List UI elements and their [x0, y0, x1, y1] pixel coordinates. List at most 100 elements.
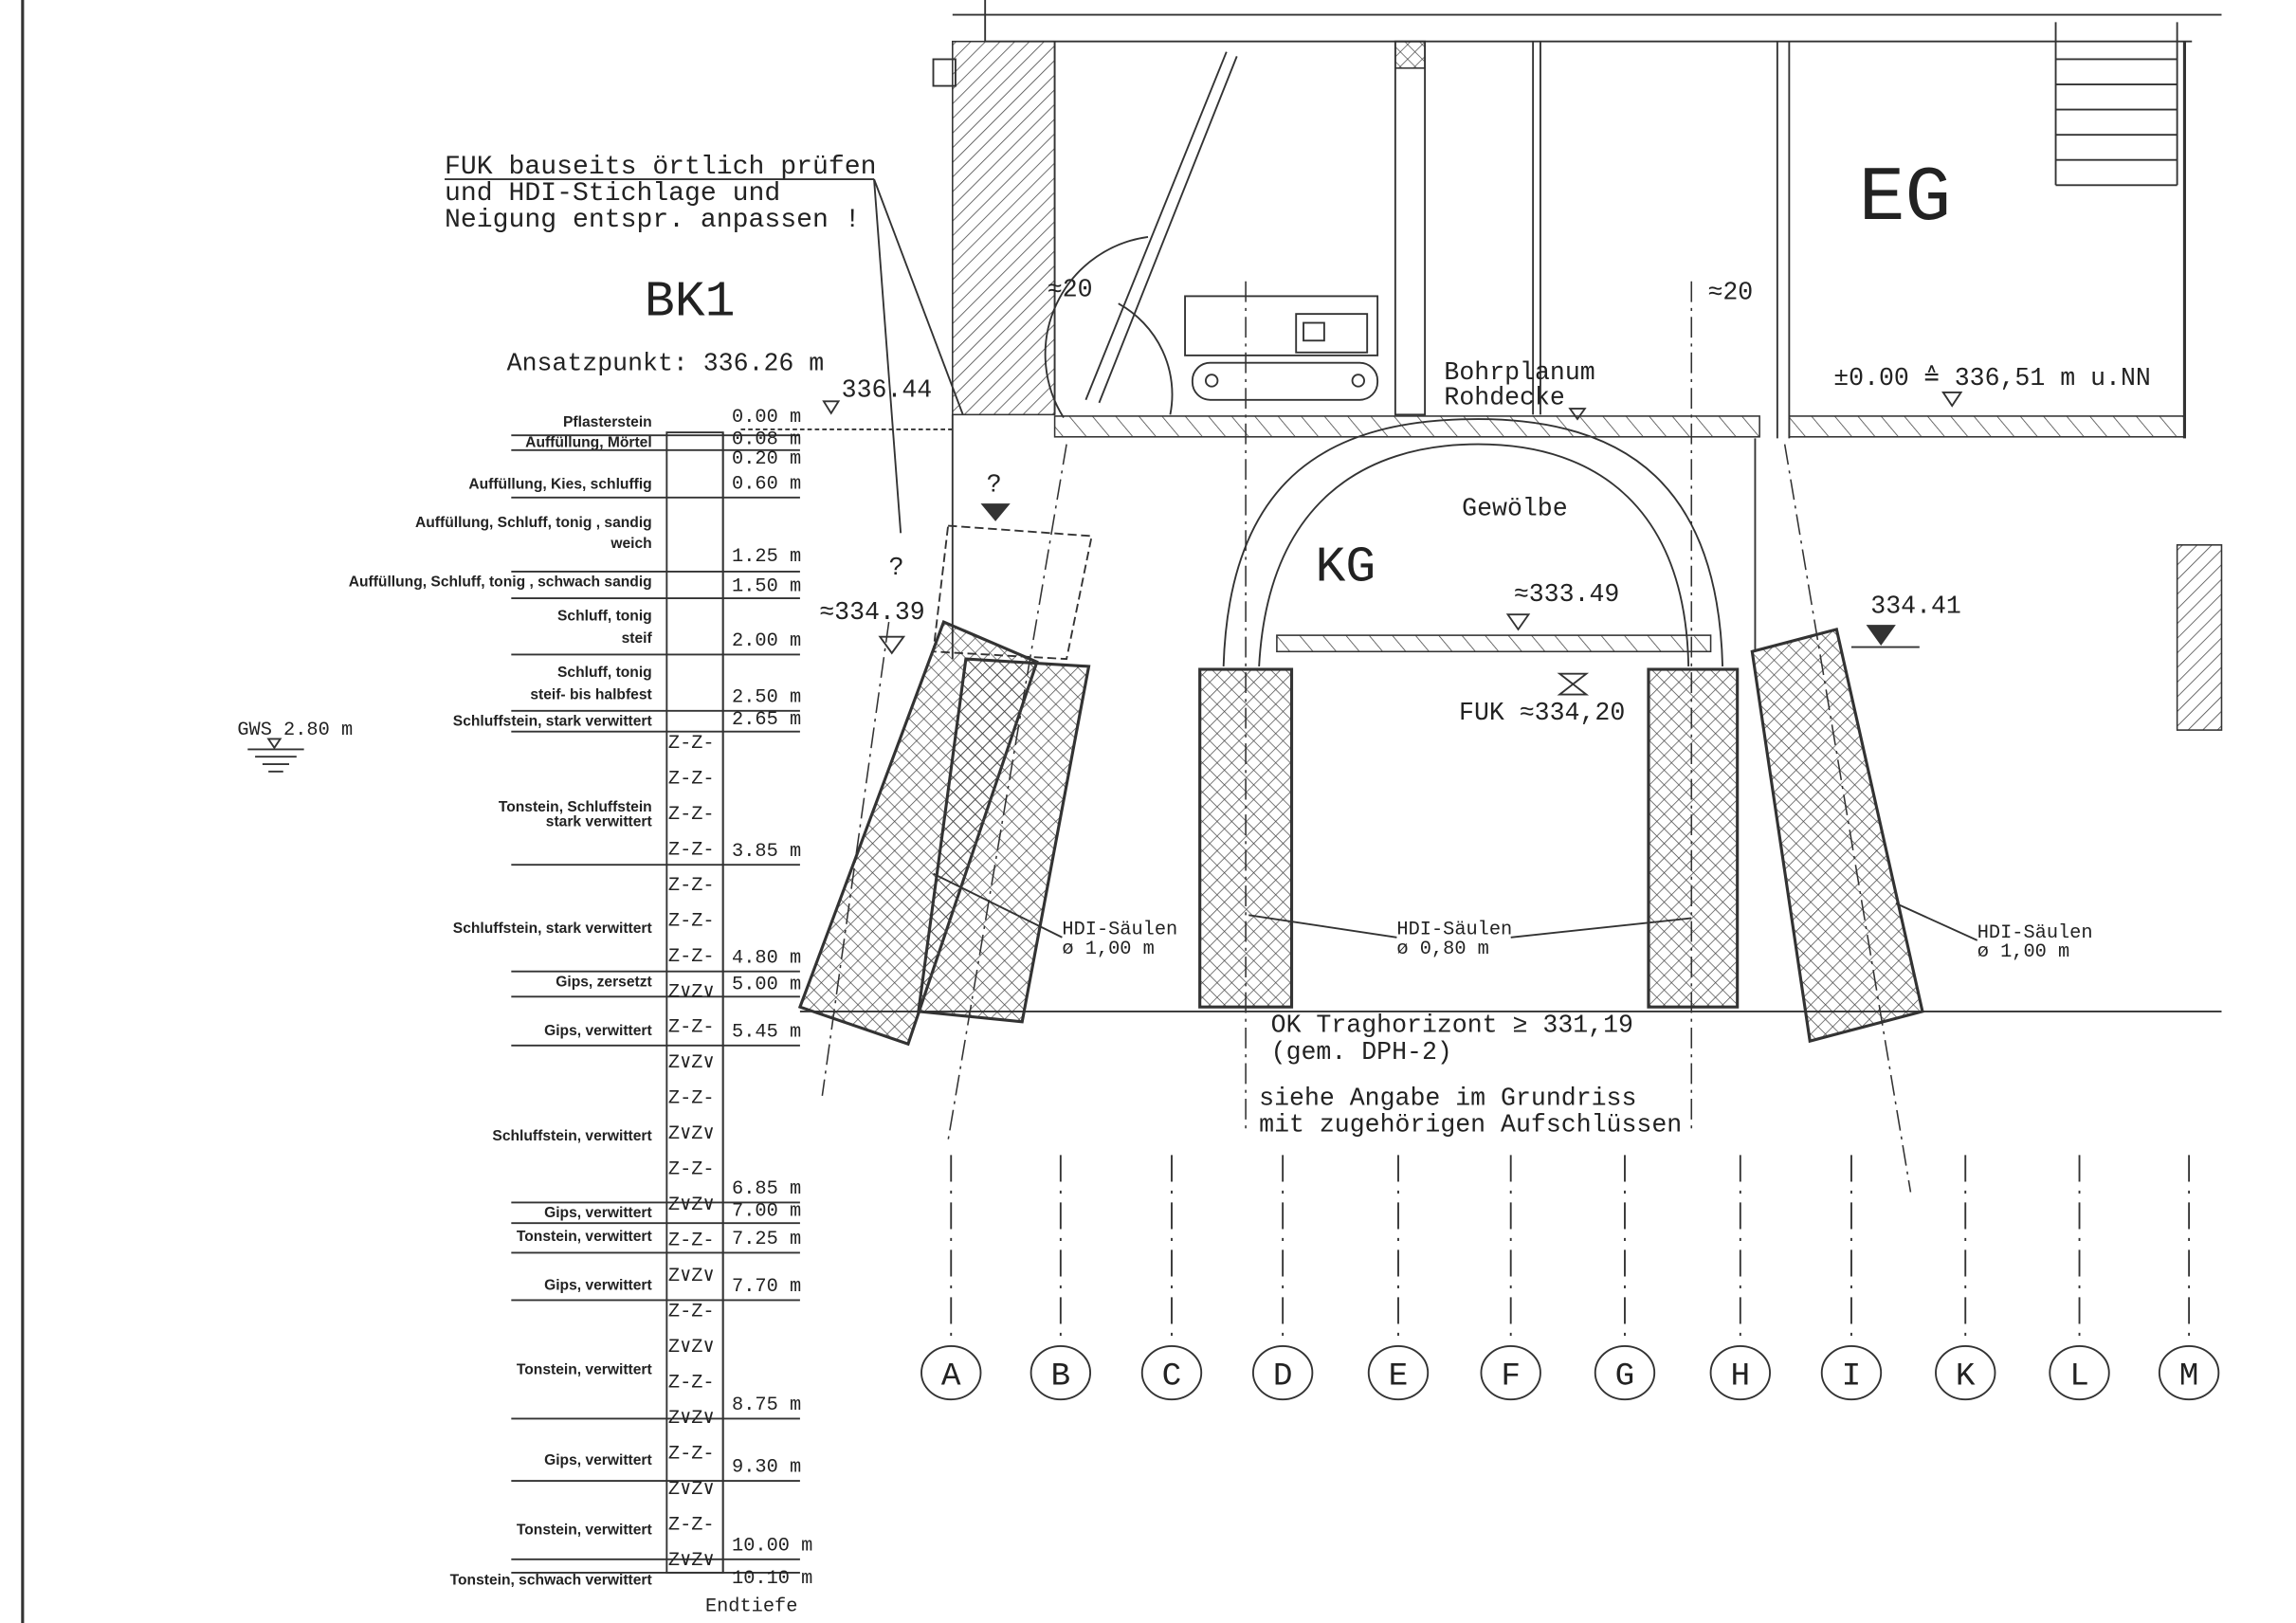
question-mark-1: ? [987, 471, 1002, 500]
soil-pattern-glyph: Z-Z- [668, 946, 715, 968]
soil-pattern-glyph: Z∨Z∨ [668, 1194, 715, 1216]
axis-label: F [1501, 1359, 1521, 1395]
layer-depth: 0.08 m [732, 429, 801, 451]
hdi-mid-label: HDI-Säulen [1396, 920, 1512, 941]
axis-label: I [1842, 1359, 1862, 1395]
note-block: FUK bauseits örtlich prüfen und HDI-Stic… [445, 153, 964, 534]
axis-circle [1935, 1344, 1996, 1401]
soil-pattern-glyph: Z∨Z∨ [668, 1408, 715, 1430]
soil-pattern-glyph: Z-Z- [668, 1444, 715, 1466]
soil-pattern-glyph: Z∨Z∨ [668, 1550, 715, 1572]
soil-pattern-glyph: Z-Z- [668, 1515, 715, 1537]
axis-circle [1030, 1344, 1092, 1401]
axis-circle [1820, 1344, 1883, 1401]
layer-depth: 0.20 m [732, 448, 801, 470]
soil-pattern-glyph: Z-Z- [668, 1017, 715, 1039]
grid-axis-g: G [1594, 1155, 1656, 1401]
layer-description: Tonstein, verwittert [517, 1229, 652, 1245]
bohrplanum-label: Bohrplanum [1444, 358, 1594, 387]
layer-description: Gips, verwittert [544, 1023, 652, 1039]
layer-depth: 3.85 m [732, 841, 801, 863]
hdi-right-label: HDI-Säulen [1977, 922, 2093, 944]
layer-description: steif- bis halbfest [530, 686, 651, 702]
note-line-1: FUK bauseits örtlich prüfen [445, 153, 876, 182]
grid-axis-a: A [920, 1155, 982, 1401]
soil-pattern-glyph: Z-Z- [668, 839, 715, 861]
fuk-label: FUK ≈334,20 [1459, 699, 1625, 727]
axis-label: M [2179, 1359, 2199, 1395]
grid-axis-b: B [1030, 1155, 1092, 1401]
hdi-column-inclined-left-b [917, 657, 1091, 1024]
groundwater-label: GWS 2.80 m [237, 720, 353, 741]
see-plan-line-2: mit zugehörigen Aufschlüssen [1259, 1110, 1682, 1139]
layer-depth: 1.50 m [732, 575, 801, 597]
layer-description: Tonstein, verwittert [517, 1362, 652, 1378]
soil-pattern-glyph: Z-Z- [668, 1088, 715, 1110]
layer-description: Gips, zersetzt [556, 974, 652, 990]
layer-depth: 7.70 m [732, 1276, 801, 1298]
layer-description: Gips, verwittert [544, 1278, 652, 1294]
hdi-left-diameter: ø 1,00 m [1062, 939, 1154, 960]
vault-level-label: ≈333.49 [1514, 580, 1620, 609]
groundwater-marker: GWS 2.80 m [237, 720, 353, 773]
layer-description: Tonstein, schwach verwittert [450, 1572, 652, 1588]
end-depth-label: Endtiefe [705, 1596, 797, 1618]
grid-axis-h: H [1709, 1155, 1771, 1401]
layer-depth: 10.00 m [732, 1535, 812, 1557]
hdi-column-inclined-right [1750, 627, 1924, 1044]
axis-circle [1251, 1344, 1314, 1401]
layer-description: Tonstein, Schluffstein [499, 799, 652, 815]
groundwater-triangle-icon [266, 738, 282, 750]
kg-label: KG [1316, 538, 1376, 595]
soil-pattern-glyph: Z-Z- [668, 1373, 715, 1395]
hdi-left-label: HDI-Säulen [1062, 920, 1177, 941]
axis-circle [1594, 1344, 1656, 1401]
layer-depth: 6.85 m [732, 1178, 801, 1200]
soil-pattern-glyph: Z∨Z∨ [668, 981, 715, 1003]
layer-description: Schluffstein, stark verwittert [453, 713, 652, 729]
hdi-mid-diameter: ø 0,80 m [1396, 939, 1488, 960]
soil-pattern-glyph: Z∨Z∨ [668, 1337, 715, 1359]
axis-label: L [2069, 1359, 2089, 1395]
layer-depth: 2.65 m [732, 709, 801, 731]
layer-description: Schluff, tonig [557, 665, 652, 681]
level-right-label: 334.41 [1870, 593, 1961, 621]
layer-description: Schluff, tonig [557, 608, 652, 624]
level-left-label: ≈334.39 [819, 598, 925, 627]
vault-arch-outer [1222, 418, 1724, 666]
axis-circle [1140, 1344, 1203, 1401]
axis-label: K [1956, 1359, 1976, 1395]
soil-layer: 0.20 m [511, 448, 801, 470]
grid-axis-k: K [1935, 1155, 1996, 1401]
layer-depth: 7.00 m [732, 1200, 801, 1222]
grid-axis-f: F [1480, 1155, 1541, 1401]
dim-left-label: ≈20 [1048, 275, 1093, 303]
axis-label: D [1273, 1359, 1293, 1395]
ok-horizon-label: OK Traghorizont ≥ 331,19 [1271, 1012, 1633, 1040]
drill-rig-icon [1044, 51, 1379, 418]
soil-pattern-glyph: Z∨Z∨ [668, 1123, 715, 1145]
level-marker-right-icon [1866, 625, 1896, 647]
layer-depth: 9.30 m [732, 1457, 801, 1479]
note-line-3: Neigung entspr. anpassen ! [445, 206, 861, 235]
wall-left [952, 40, 1056, 416]
axis-label: B [1051, 1359, 1071, 1395]
soil-pattern-glyph: Z∨Z∨ [668, 1266, 715, 1287]
layer-description: Auffüllung, Kies, schluffig [468, 476, 651, 492]
question-mark-2: ? [889, 554, 904, 582]
hdi-column-vertical-h [1647, 667, 1740, 1009]
